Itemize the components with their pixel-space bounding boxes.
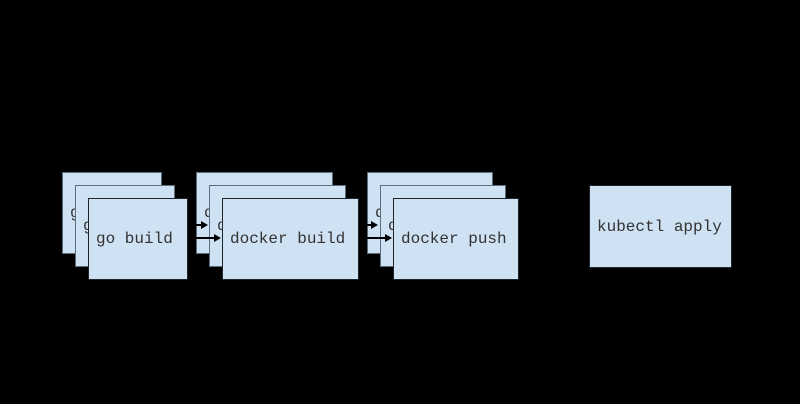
arrow-shaft — [356, 237, 386, 239]
node-kubectl-apply-label: kubectl apply — [597, 217, 722, 236]
arrow-docker-build-to-docker-push-lower — [356, 234, 392, 242]
arrowhead-icon — [371, 221, 378, 229]
node-kubectl-apply: kubectl apply — [589, 185, 732, 268]
arrowhead-icon — [214, 234, 221, 242]
arrow-shaft — [185, 237, 215, 239]
node-go-build: go build — [88, 198, 188, 280]
node-docker-build-label: docker build — [230, 230, 346, 248]
arrowhead-icon — [201, 221, 208, 229]
node-docker-build: docker build — [222, 198, 359, 280]
node-docker-push-label: docker push — [401, 230, 507, 248]
arrow-go-build-to-docker-build-lower — [185, 234, 221, 242]
arrowhead-icon — [385, 234, 392, 242]
node-docker-push: docker push — [393, 198, 519, 280]
node-go-build-label: go build — [96, 230, 173, 248]
